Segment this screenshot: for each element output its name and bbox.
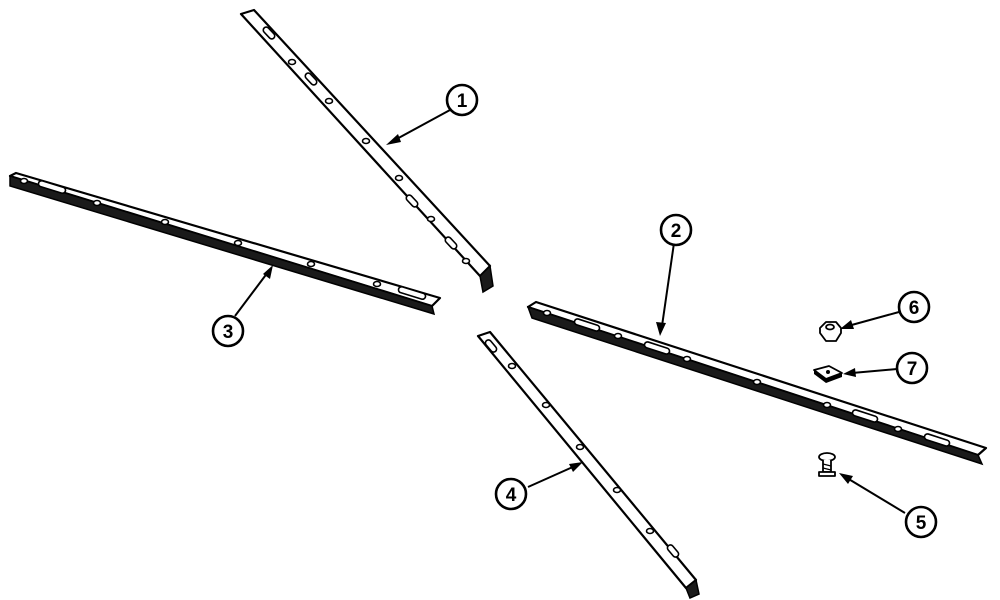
callout-3-label: 3 (223, 322, 234, 343)
clip-part-7 (813, 365, 843, 383)
callout-5: 5 (904, 505, 938, 539)
callout-5-label: 5 (916, 513, 927, 534)
callout-1-label: 1 (457, 91, 468, 112)
callout-7-label: 7 (907, 359, 918, 380)
callout-6-label: 6 (909, 298, 920, 319)
rail-part-3 (8, 171, 442, 316)
callout-2-label: 2 (671, 221, 682, 242)
callout-4: 4 (494, 477, 528, 511)
callout-7: 7 (895, 351, 929, 385)
leader-4 (527, 462, 583, 488)
callout-4-label: 4 (506, 485, 517, 506)
leader-1 (386, 109, 451, 145)
leader-2 (656, 242, 675, 336)
callout-6: 6 (897, 290, 931, 324)
callout-2: 2 (659, 213, 693, 247)
rail-part-2 (526, 300, 988, 466)
screw-part-5 (818, 452, 836, 477)
callout-1: 1 (445, 83, 479, 117)
leader-7 (843, 368, 898, 377)
callout-3: 3 (211, 314, 245, 348)
rail-part-4 (476, 330, 700, 600)
leader-5 (839, 473, 906, 514)
leader-6 (840, 311, 900, 329)
nut-part-6 (819, 321, 842, 342)
rail-part-1 (239, 8, 494, 294)
leader-3 (234, 265, 273, 317)
